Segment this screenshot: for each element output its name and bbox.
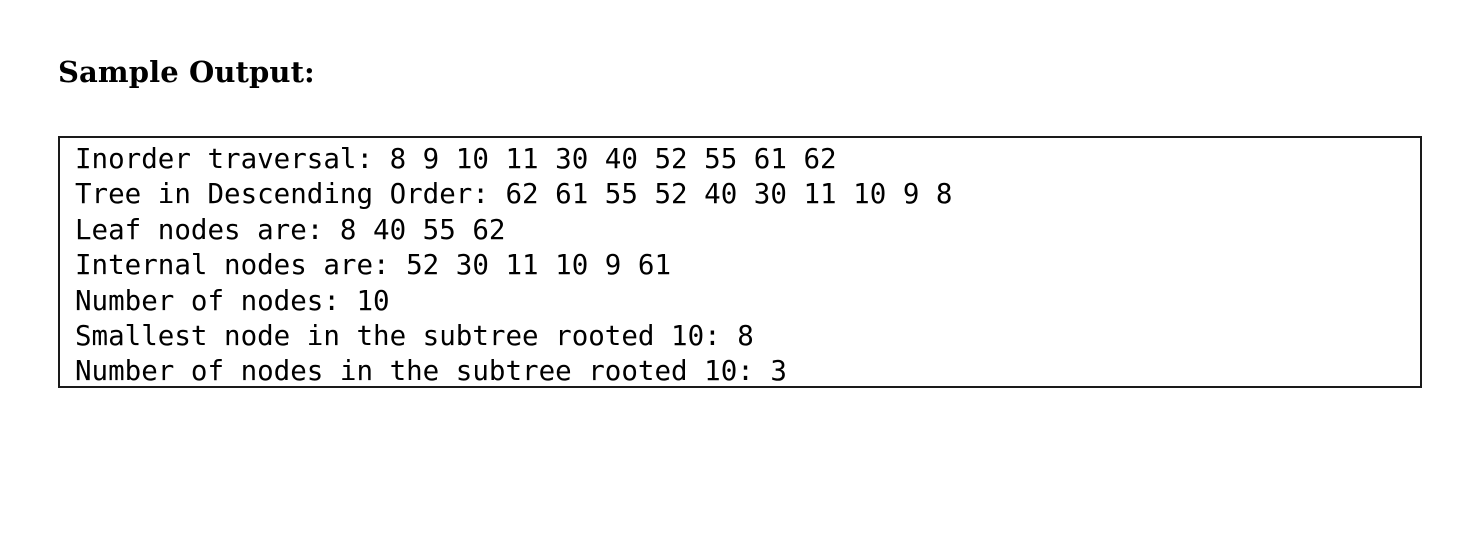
output-line: Smallest node in the subtree rooted 10: … (75, 320, 754, 353)
output-line: Leaf nodes are: 8 40 55 62 (75, 213, 506, 246)
output-line: Number of nodes in the subtree rooted 10… (75, 355, 787, 388)
output-line: Number of nodes: 10 (75, 284, 390, 317)
output-line: Tree in Descending Order: 62 61 55 52 40… (75, 178, 953, 211)
sample-output-code-block: Inorder traversal: 8 9 10 11 30 40 52 55… (58, 136, 1422, 388)
page-title: Sample Output: (58, 55, 315, 89)
output-line-list: Inorder traversal: 8 9 10 11 30 40 52 55… (75, 142, 1420, 388)
output-line: Internal nodes are: 52 30 11 10 9 61 (75, 249, 672, 282)
output-line: Inorder traversal: 8 9 10 11 30 40 52 55… (75, 143, 837, 175)
